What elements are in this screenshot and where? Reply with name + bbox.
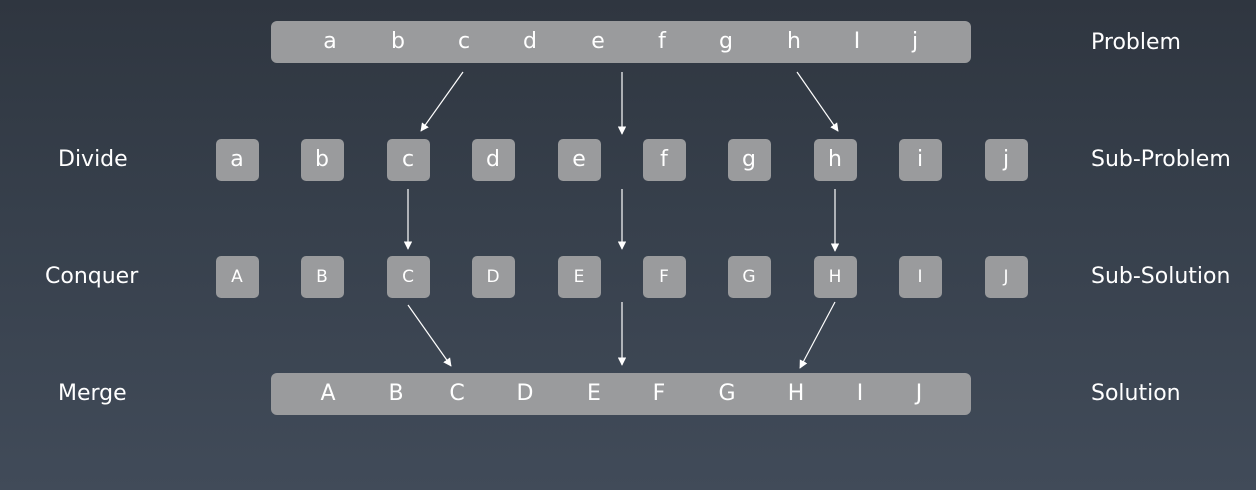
sub-problem-box: g: [727, 139, 771, 181]
sub-solution-box: G: [727, 256, 771, 298]
sub-problem-box: e: [557, 139, 601, 181]
solution-label: Solution: [1091, 381, 1181, 406]
merge-label: Merge: [58, 381, 127, 406]
sub-solution-box: A: [215, 256, 259, 298]
solution-letter: I: [856, 381, 864, 406]
arrow-divide-h: [796, 71, 839, 132]
sub-problem-box: j: [984, 139, 1028, 181]
sub-problem-box: h: [813, 139, 857, 181]
sub-solution-box: C: [386, 256, 430, 298]
sub-problem-box: c: [386, 139, 430, 181]
arrow-merge-h: [799, 301, 836, 369]
solution-letter: E: [587, 381, 601, 406]
problem-letter: a: [323, 29, 337, 54]
solution-letter: G: [718, 381, 736, 406]
solution-letter: D: [516, 381, 534, 406]
sub-solution-label: Sub-Solution: [1091, 264, 1231, 289]
sub-solution-box: H: [813, 256, 857, 298]
sub-problem-box: f: [642, 139, 686, 181]
solution-letter: H: [787, 381, 805, 406]
arrow-divide-c: [420, 71, 464, 132]
problem-letter: f: [658, 29, 666, 54]
problem-letter: e: [591, 29, 605, 54]
problem-bar: a b c d e f g h I j: [271, 21, 971, 63]
sub-solution-box: F: [642, 256, 686, 298]
problem-letter: g: [719, 29, 733, 54]
solution-letter: J: [915, 381, 923, 406]
problem-label: Problem: [1091, 30, 1181, 55]
problem-letter: I: [853, 29, 861, 54]
problem-letter: j: [911, 29, 919, 54]
solution-letter: C: [449, 381, 465, 406]
problem-letter: h: [787, 29, 801, 54]
conquer-label: Conquer: [45, 264, 139, 289]
sub-problem-box: a: [215, 139, 259, 181]
sub-problem-box: i: [898, 139, 942, 181]
sub-solution-box: D: [471, 256, 515, 298]
sub-solution-box: J: [984, 256, 1028, 298]
arrow-merge-c: [407, 304, 452, 367]
solution-letter: A: [320, 381, 336, 406]
problem-letter: d: [523, 29, 537, 54]
solution-bar: A B C D E F G H I J: [271, 373, 971, 415]
solution-letter: F: [652, 381, 666, 406]
sub-solution-box: E: [557, 256, 601, 298]
sub-solution-box: B: [300, 256, 344, 298]
sub-solution-box: I: [898, 256, 942, 298]
divide-label: Divide: [58, 147, 128, 172]
sub-problem-label: Sub-Problem: [1091, 147, 1231, 172]
solution-letter: B: [388, 381, 404, 406]
problem-letter: c: [457, 29, 471, 54]
problem-letter: b: [391, 29, 405, 54]
sub-problem-box: b: [300, 139, 344, 181]
sub-problem-box: d: [471, 139, 515, 181]
